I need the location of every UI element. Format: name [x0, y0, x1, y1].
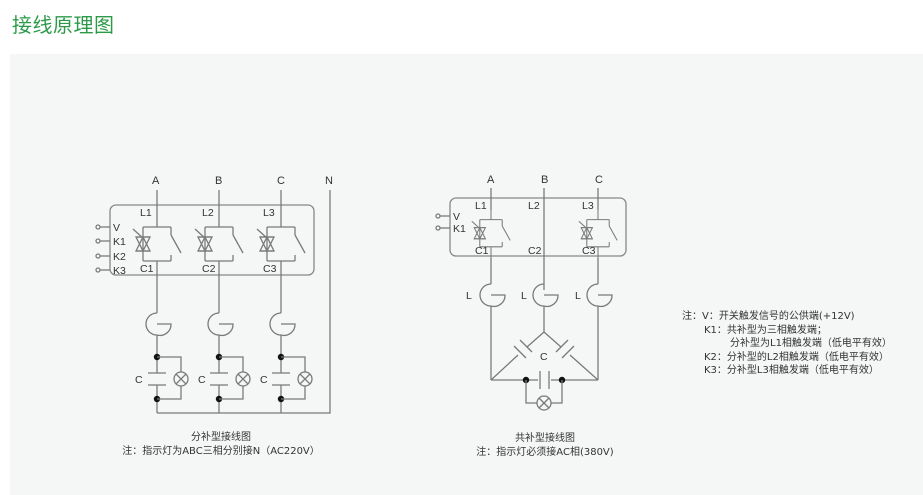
split-caption: 分补型接线图 注：指示灯为ABC三相分别接N（AC220V） [96, 431, 346, 459]
common-term-c1: C1 [475, 245, 489, 257]
split-phase-b: B [215, 175, 222, 187]
split-cap-label: C [260, 374, 268, 386]
split-ctrl-k2: K2 [113, 251, 126, 263]
split-phase-c: C [277, 175, 285, 187]
common-ctrl-k1: K1 [453, 223, 466, 235]
split-term-c3: C3 [263, 263, 277, 275]
split-neutral-wire [157, 190, 331, 414]
common-phase-a: A [487, 174, 495, 186]
split-phase-a: A [152, 175, 160, 187]
split-compensation-diagram: A B C N L1 L2 L3 C1 C2 C3 V K1 K2 K3 [95, 175, 333, 414]
split-branch-c: C [260, 275, 313, 413]
common-caption: 共补型接线图 注：指示灯必须接AC相(380V) [440, 432, 650, 460]
note-line: 分补型为L1相触发端（低电平有效） [730, 338, 892, 349]
note-line: K2：分补型的L2相触发端（低电平有效） [704, 351, 889, 363]
common-phase-b: B [541, 174, 548, 186]
split-caption-title: 分补型接线图 [191, 432, 251, 443]
common-term-l2: L2 [528, 200, 540, 212]
split-control-terminals: V K1 K2 K3 [95, 222, 126, 277]
common-control-terminals: V K1 [435, 211, 466, 235]
common-compensation-diagram: A B C L1 L2 L3 C1 C2 C3 V K1 L L L [435, 174, 627, 411]
split-caption-note: 注：指示灯为ABC三相分别接N（AC220V） [122, 446, 320, 457]
split-module-box [109, 204, 315, 276]
split-phase-n: N [325, 175, 333, 187]
common-inductor-label-b: L [521, 290, 527, 302]
common-inductor-label-c: L [575, 290, 581, 302]
common-delta-capacitor: C [490, 306, 599, 411]
common-ctrl-v: V [453, 211, 460, 223]
split-branch-a: C [135, 275, 189, 413]
split-term-c2: C2 [202, 263, 216, 275]
split-ctrl-k3: K3 [113, 265, 126, 277]
split-ctrl-v: V [113, 222, 120, 234]
note-line: K1：共补型为三相触发端； [704, 324, 827, 336]
notes-block: 注：V：开关触发信号的公供端(+12V) K1：共补型为三相触发端； 分补型为L… [682, 310, 892, 378]
common-term-c2: C2 [528, 245, 542, 257]
common-phase-c: C [595, 174, 603, 186]
common-inductor-label-a: L [466, 290, 472, 302]
note-line: K3：分补型L3相触发端（低电平有效） [704, 365, 879, 376]
split-ctrl-k1: K1 [113, 236, 126, 248]
common-module-box [449, 197, 627, 257]
common-term-c3: C3 [582, 245, 596, 257]
split-term-l2: L2 [202, 207, 214, 219]
split-cap-label: C [198, 374, 206, 386]
common-caption-note: 注：指示灯必须接AC相(380V) [476, 447, 614, 458]
common-cap-label: C [540, 351, 548, 363]
split-cap-label: C [135, 374, 143, 386]
split-branch-b: C [198, 275, 251, 413]
note-line: 注：V：开关触发信号的公供端(+12V) [682, 311, 855, 322]
common-term-l1: L1 [475, 200, 487, 212]
split-term-c1: C1 [140, 263, 154, 275]
page-title: 接线原理图 [12, 13, 115, 37]
split-term-l1: L1 [140, 207, 152, 219]
common-term-l3: L3 [582, 200, 594, 212]
split-term-l3: L3 [263, 207, 275, 219]
common-caption-title: 共补型接线图 [515, 433, 575, 444]
